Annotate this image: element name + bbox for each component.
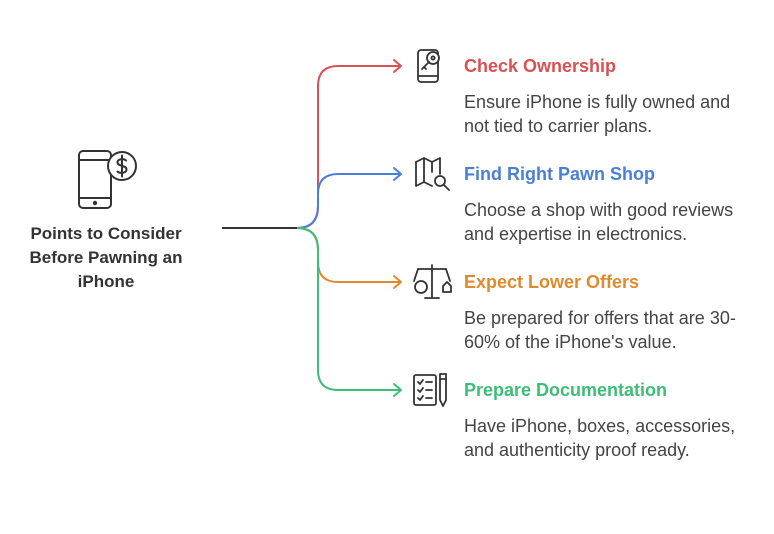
phone-dollar-icon [78, 150, 137, 209]
connector-expect-lower-offers [296, 227, 400, 283]
central-topic-label: Points to Consider Before Pawning an iPh… [29, 224, 183, 291]
item-title-check-ownership: Check Ownership [464, 56, 617, 76]
item-description-check-ownership: Ensure iPhone is fully owned and not tie… [464, 92, 731, 136]
connector-find-right-pawn-shop [296, 173, 400, 229]
connector-prepare-documentation [296, 227, 400, 391]
scale-money-icon [413, 264, 452, 299]
phone-key-icon [417, 49, 440, 83]
item-title-find-right-pawn-shop: Find Right Pawn Shop [464, 164, 655, 184]
arrowhead-check-ownership [393, 59, 402, 73]
checklist-pen-icon [413, 373, 447, 407]
arrowhead-expect-lower-offers [393, 275, 402, 289]
arrowhead-prepare-documentation [393, 383, 402, 397]
item-description-prepare-documentation: Have iPhone, boxes, accessories, and aut… [464, 416, 736, 460]
item-title-prepare-documentation: Prepare Documentation [464, 380, 668, 400]
item-title-expect-lower-offers: Expect Lower Offers [464, 272, 640, 292]
arrowhead-find-right-pawn-shop [393, 167, 402, 181]
connector-check-ownership [296, 65, 400, 229]
item-description-find-right-pawn-shop: Choose a shop with good reviews and expe… [464, 200, 734, 244]
item-description-expect-lower-offers: Be prepared for offers that are 30-60% o… [464, 308, 736, 352]
map-search-icon [415, 157, 450, 191]
